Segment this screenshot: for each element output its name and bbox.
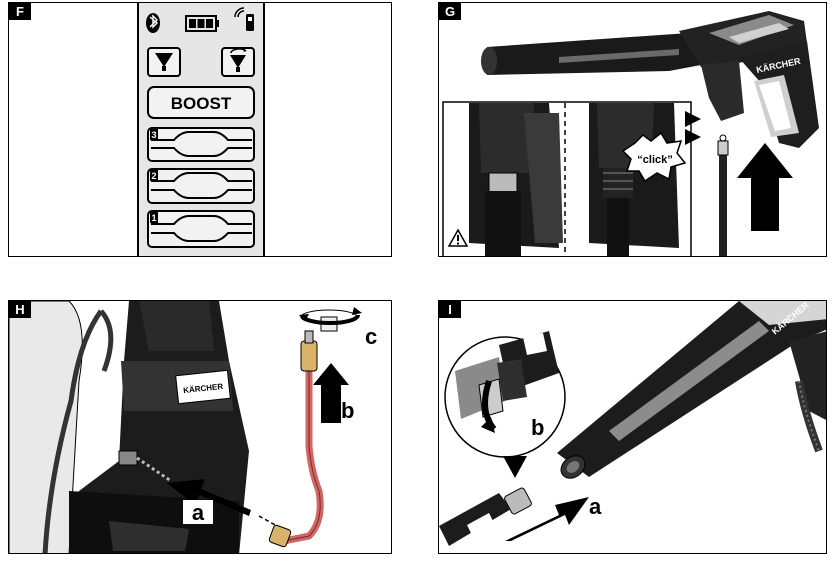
level-2-number: 2 xyxy=(151,171,156,181)
click-text: “click” xyxy=(637,154,672,166)
insert-arrow-icon xyxy=(737,143,793,231)
panel-label: H xyxy=(9,301,31,318)
display-illustration: BOOST 3 2 1 xyxy=(137,3,265,256)
label-b: b xyxy=(341,398,354,423)
panel-label: F xyxy=(9,3,31,20)
click-callout: “click” xyxy=(621,131,687,183)
battery-icon xyxy=(185,15,219,32)
label-a: a xyxy=(192,500,205,525)
panel-f: F xyxy=(8,2,392,257)
panel-h: H KÄRCHER a xyxy=(8,300,392,554)
panel-label: G xyxy=(439,3,461,20)
warning-icon xyxy=(447,228,469,247)
label-c: c xyxy=(365,324,377,349)
detergent-on-icon xyxy=(221,47,255,77)
boost-button-frame xyxy=(147,86,255,119)
brand-logo: KÄRCHER xyxy=(183,382,224,395)
label-a: a xyxy=(589,494,602,519)
panel-i: I KÄRCHER b a xyxy=(438,300,827,554)
boost-label: BOOST xyxy=(171,94,232,113)
bluetooth-icon xyxy=(146,13,160,33)
pressure-level-3: 3 xyxy=(147,127,255,162)
arrow-a-icon xyxy=(505,497,589,541)
spray-lance-illustration: KÄRCHER b a xyxy=(439,301,826,546)
hose-connection-illustration: KÄRCHER a c b xyxy=(9,301,377,553)
pressure-level-1: 1 xyxy=(147,210,255,248)
arrow-b-icon xyxy=(313,363,349,423)
level-3-number: 3 xyxy=(151,130,156,140)
trigger-gun-illustration: KÄRCHER “click” xyxy=(442,11,819,256)
arrow-a-icon xyxy=(167,479,251,516)
level-1-number: 1 xyxy=(151,213,156,223)
pressure-level-2: 2 xyxy=(147,168,255,204)
panel-g: G KÄRCHER xyxy=(438,2,827,257)
wireless-icon xyxy=(234,7,254,31)
panel-label: I xyxy=(439,301,461,318)
detergent-off-icon xyxy=(147,47,181,77)
label-b: b xyxy=(531,415,544,440)
